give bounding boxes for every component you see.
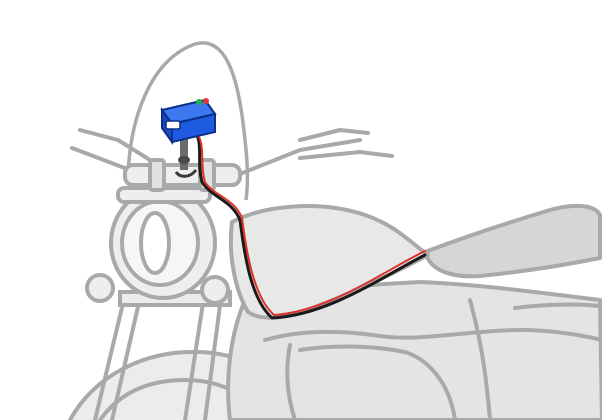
device-screen (166, 121, 180, 129)
tracker-device (162, 98, 215, 142)
led-green-icon (196, 99, 202, 105)
headlight (87, 188, 228, 303)
led-red-icon (203, 98, 209, 104)
seat (425, 206, 600, 276)
handlebar (72, 130, 392, 190)
